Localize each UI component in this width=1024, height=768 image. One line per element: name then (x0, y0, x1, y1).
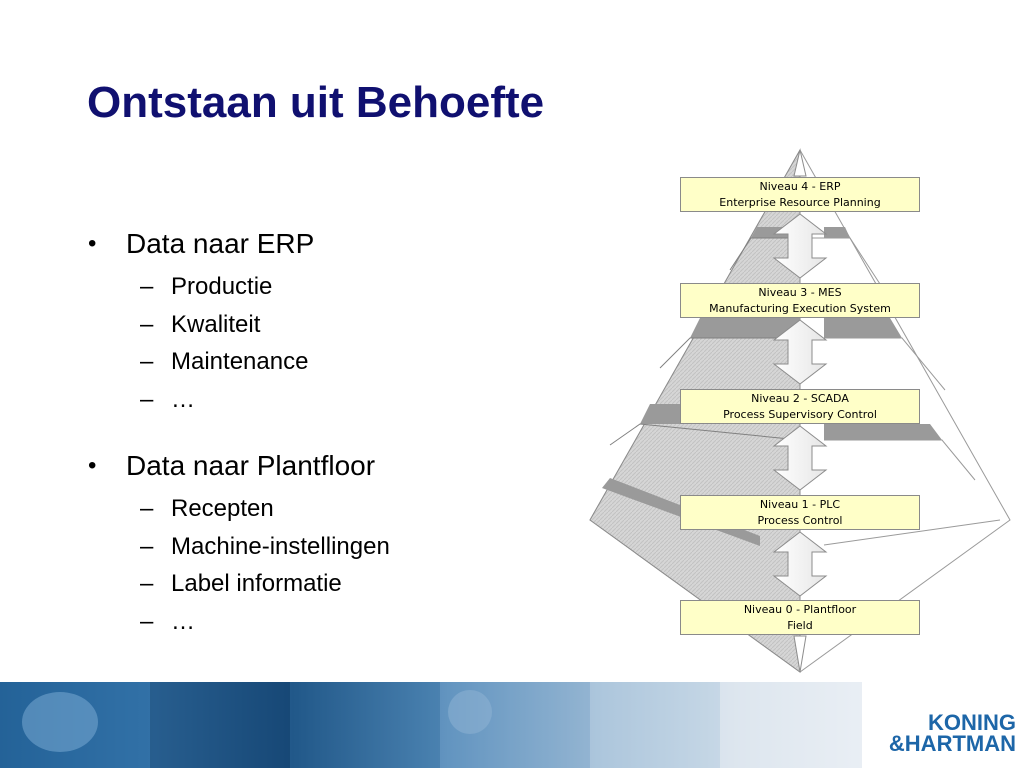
band-edge (824, 439, 976, 481)
level-description: Manufacturing Execution System (709, 302, 891, 315)
band-stripe (824, 424, 942, 440)
dash-marker: – (140, 385, 154, 413)
dash-marker: – (140, 348, 154, 375)
dash-marker: – (140, 532, 154, 560)
banner-texture (0, 682, 862, 768)
level-box-plc: Niveau 1 - PLC Process Control (680, 495, 920, 530)
level-box-mes: Niveau 3 - MES Manufacturing Execution S… (680, 283, 920, 318)
band-stripe (824, 227, 850, 238)
sub-item-text: Machine-instellingen (171, 532, 390, 560)
sub-item: –Label informatie (126, 565, 508, 603)
bullet-item: • Data naar Plantfloor –Recepten –Machin… (88, 448, 508, 640)
sub-item: –… (126, 381, 508, 419)
level-box-scada: Niveau 2 - SCADA Process Supervisory Con… (680, 389, 920, 424)
double-arrow-icon (772, 531, 828, 597)
dash-marker: – (140, 607, 154, 635)
band-edge (800, 237, 881, 285)
band-edge (824, 337, 946, 391)
sub-list: –Recepten –Machine-instellingen –Label i… (126, 490, 508, 640)
dash-marker: – (140, 495, 154, 522)
sub-item: –Recepten (126, 490, 508, 528)
sub-item: –Machine-instellingen (126, 528, 508, 566)
bullet-list: • Data naar ERP –Productie –Kwaliteit –M… (88, 226, 508, 640)
slide-title: Ontstaan uit Behoefte (87, 78, 545, 127)
level-name: Niveau 4 - ERP (759, 180, 841, 193)
sub-list: –Productie –Kwaliteit –Maintenance –… (126, 268, 508, 418)
sub-item: –Maintenance (126, 343, 508, 381)
sub-item-text: … (171, 385, 195, 413)
sub-item-text: Productie (171, 273, 273, 300)
double-arrow-icon (772, 213, 828, 279)
dash-marker: – (140, 570, 154, 597)
double-arrow-icon (772, 425, 828, 491)
sub-item-text: … (171, 607, 195, 635)
level-name: Niveau 2 - SCADA (751, 392, 849, 405)
company-logo: KONING &HARTMAN (866, 710, 1016, 756)
bullet-text: Data naar ERP (126, 228, 315, 259)
level-box-plantfloor: Niveau 0 - Plantfloor Field (680, 600, 920, 635)
logo-line: &HARTMAN (888, 731, 1016, 756)
level-name: Niveau 0 - Plantfloor (743, 603, 857, 616)
level-description: Process Control (757, 514, 843, 527)
dash-marker: – (140, 310, 154, 338)
level-name: Niveau 3 - MES (758, 286, 842, 299)
logo-line: KONING (928, 710, 1016, 735)
band-edge (659, 337, 800, 369)
sub-item-text: Recepten (171, 495, 274, 522)
bottom-arrow-spike (793, 635, 807, 673)
band-stripe (690, 318, 800, 338)
bullet-marker: • (88, 452, 97, 479)
bullet-marker: • (88, 230, 97, 257)
level-description: Process Supervisory Control (723, 408, 877, 421)
band-edge (609, 423, 801, 446)
sub-item-text: Label informatie (171, 570, 342, 597)
sub-item-text: Maintenance (171, 348, 309, 375)
footer-photo-banner (0, 682, 862, 768)
level-box-erp: Niveau 4 - ERP Enterprise Resource Plann… (680, 177, 920, 212)
sub-item: –Kwaliteit (126, 306, 508, 344)
band-edge (823, 519, 1001, 546)
dash-marker: – (140, 273, 154, 300)
level-description: Enterprise Resource Planning (719, 196, 881, 209)
bullet-item: • Data naar ERP –Productie –Kwaliteit –M… (88, 226, 508, 418)
sub-item: –… (126, 603, 508, 641)
level-description: Field (787, 619, 813, 632)
bullet-text: Data naar Plantfloor (126, 450, 376, 481)
sub-item: –Productie (126, 268, 508, 306)
level-name: Niveau 1 - PLC (759, 498, 841, 511)
double-arrow-icon (772, 319, 828, 385)
sub-item-text: Kwaliteit (171, 310, 261, 338)
band-stripe (824, 318, 902, 338)
top-arrow-spike (793, 149, 807, 177)
band-edge (729, 237, 800, 271)
